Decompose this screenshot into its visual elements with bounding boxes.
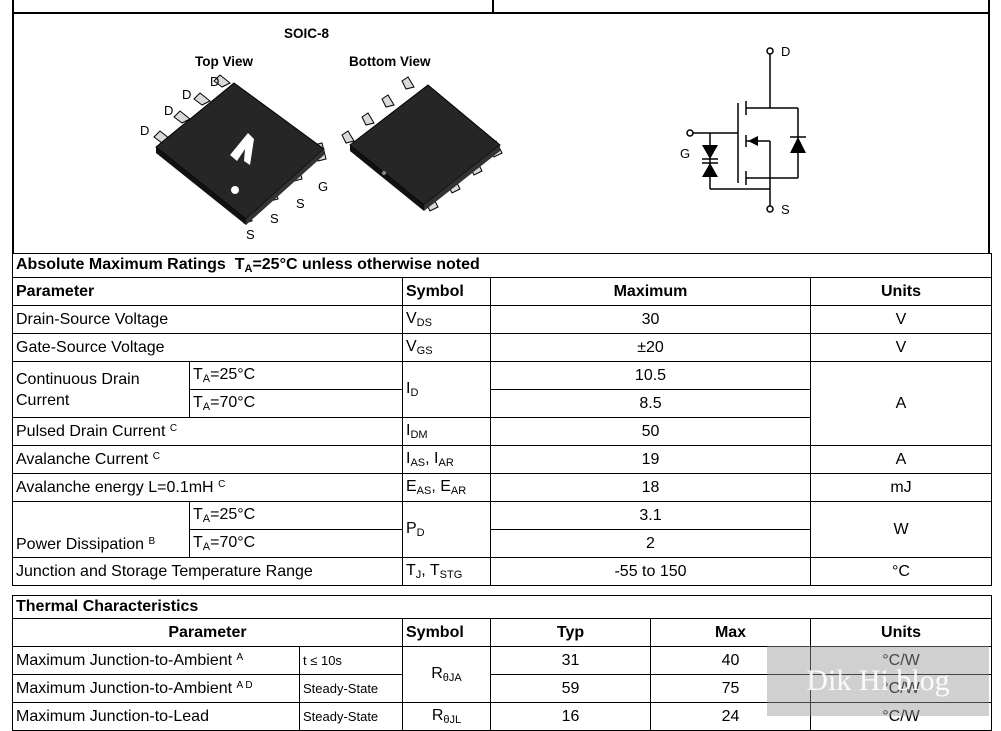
pin-g: G xyxy=(318,179,329,194)
soic-top-view-image xyxy=(153,74,327,225)
row-idm: Pulsed Drain Current C IDM 50 xyxy=(12,417,992,446)
row-vgs: Gate-Source Voltage VGS ±20 V xyxy=(12,333,993,362)
pin-s1: S xyxy=(296,196,305,211)
watermark: Dik Hi blog xyxy=(767,646,989,716)
row-eas: Avalanche energy L=0.1mH C EAS, EAR 18 m… xyxy=(12,473,993,502)
thermal-title: Thermal Characteristics xyxy=(11,595,993,619)
row-tj: Junction and Storage Temperature Range T… xyxy=(12,557,993,586)
previous-table-bottom xyxy=(12,0,990,14)
row-pd-25: Power Dissipation B TA=25°C PD 3.1 W xyxy=(12,501,993,558)
row-ias: Avalanche Current C IAS, IAR 19 A xyxy=(12,445,993,474)
schematic-gate-label: G xyxy=(680,146,691,161)
schematic-source-label: S xyxy=(781,202,790,217)
pin-d3: D xyxy=(182,87,192,102)
header-parameter: Parameter xyxy=(12,277,403,306)
thermal-header-parameter: Parameter xyxy=(12,618,403,647)
thermal-header-typ: Typ xyxy=(490,618,651,647)
pin-s3: S xyxy=(246,227,255,242)
pin-d1: D xyxy=(140,123,150,138)
bottom-view-label: Bottom View xyxy=(349,54,431,69)
schematic-drain-label: D xyxy=(781,44,791,59)
row-vds: Drain-Source Voltage VDS 30 V xyxy=(12,305,993,334)
top-view-label: Top View xyxy=(195,54,254,69)
pin-d4: D xyxy=(210,74,220,89)
row-id-70: TA=70°C 8.5 xyxy=(13,389,992,418)
pin-d2: D xyxy=(164,103,174,118)
pin-s2: S xyxy=(270,211,279,226)
header-units: Units xyxy=(809,277,993,306)
mosfet-schematic xyxy=(686,47,806,213)
package-name: SOIC-8 xyxy=(284,26,330,41)
absolute-maximum-ratings-table: Absolute Maximum Ratings TA=25°C unless … xyxy=(11,253,993,586)
row-pd-70: TA=70°C 2 xyxy=(13,529,992,558)
thermal-header-units: Units xyxy=(809,618,993,647)
thermal-header-max: Max xyxy=(650,618,811,647)
header-maximum: Maximum xyxy=(490,277,811,306)
package-diagram-area: SOIC-8 Top View Bottom View D D D D G S … xyxy=(12,13,990,254)
abs-max-title: Absolute Maximum Ratings TA=25°C unless … xyxy=(11,253,993,278)
thermal-header-symbol: Symbol xyxy=(402,618,491,647)
soic-bottom-view-image xyxy=(341,76,503,212)
header-symbol: Symbol xyxy=(402,277,491,306)
thermal-characteristics-table: Thermal Characteristics Parameter Symbol… xyxy=(11,595,993,731)
thermal-row-rja-ss: Maximum Junction-to-Ambient A D Steady-S… xyxy=(12,674,993,703)
